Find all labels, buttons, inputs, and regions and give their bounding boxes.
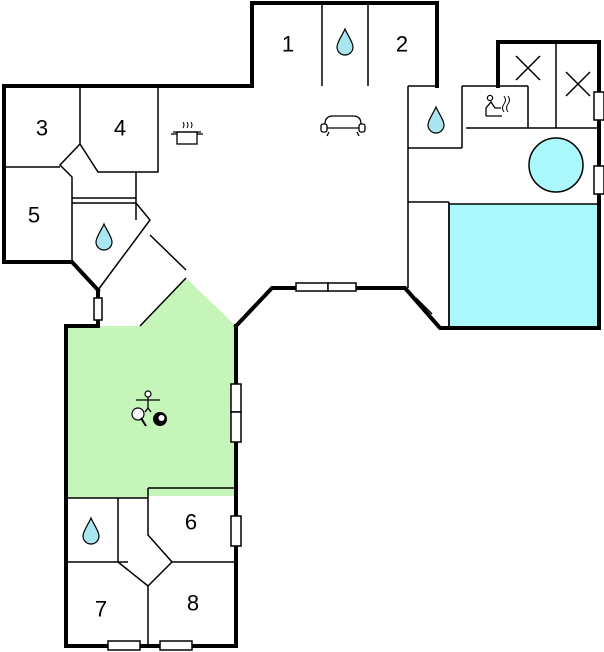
water-drop-icon <box>336 27 354 56</box>
room-3-label: 3 <box>36 116 48 141</box>
room-5-label: 5 <box>28 203 40 228</box>
water-drop-icon <box>427 105 445 134</box>
sauna-icon <box>485 94 510 117</box>
foosball-icon <box>136 390 160 413</box>
room-4-label: 4 <box>114 116 126 141</box>
room-8-label: 8 <box>187 591 199 616</box>
water-drop-icon <box>95 222 113 251</box>
table-tennis-icon <box>131 407 147 427</box>
water-drop-icon <box>82 516 100 545</box>
games-room-floor <box>66 278 236 498</box>
billiard-ball-icon <box>153 412 167 426</box>
windows <box>93 91 604 651</box>
interior-walls <box>4 3 599 646</box>
cross-box-icon <box>565 71 591 97</box>
cross-box-icon <box>515 55 541 81</box>
room-6-label: 6 <box>185 510 197 535</box>
sofa-icon <box>320 115 366 137</box>
room-7-label: 7 <box>95 597 107 622</box>
room-1-label: 1 <box>282 32 294 57</box>
indoor-pool <box>448 203 600 329</box>
whirlpool-icon <box>528 137 584 193</box>
room-2-label: 2 <box>396 32 408 57</box>
cooking-pot-icon <box>171 121 203 145</box>
